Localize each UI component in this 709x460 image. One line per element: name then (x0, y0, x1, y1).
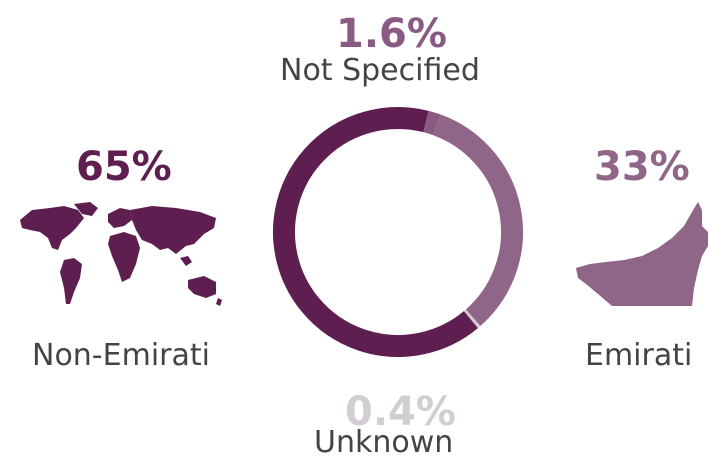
donut-slice-unknown (463, 309, 481, 329)
not-specified-percent: 1.6% (336, 11, 447, 57)
non-emirati-percent: 65% (76, 144, 172, 190)
unknown-label: Unknown (314, 425, 454, 460)
emirati-percent: 33% (594, 144, 690, 190)
non-emirati-label: Non-Emirati (32, 338, 210, 373)
emirati-label: Emirati (585, 338, 693, 373)
donut-slice-non-emirati (273, 107, 478, 357)
unknown-percent: 0.4% (345, 389, 456, 435)
donut-slice-not-specified (423, 110, 441, 136)
donut-slice-emirati (433, 114, 523, 327)
not-specified-label: Not Specified (280, 53, 480, 88)
uae-map-icon (576, 202, 708, 306)
world-map-icon (20, 202, 222, 306)
